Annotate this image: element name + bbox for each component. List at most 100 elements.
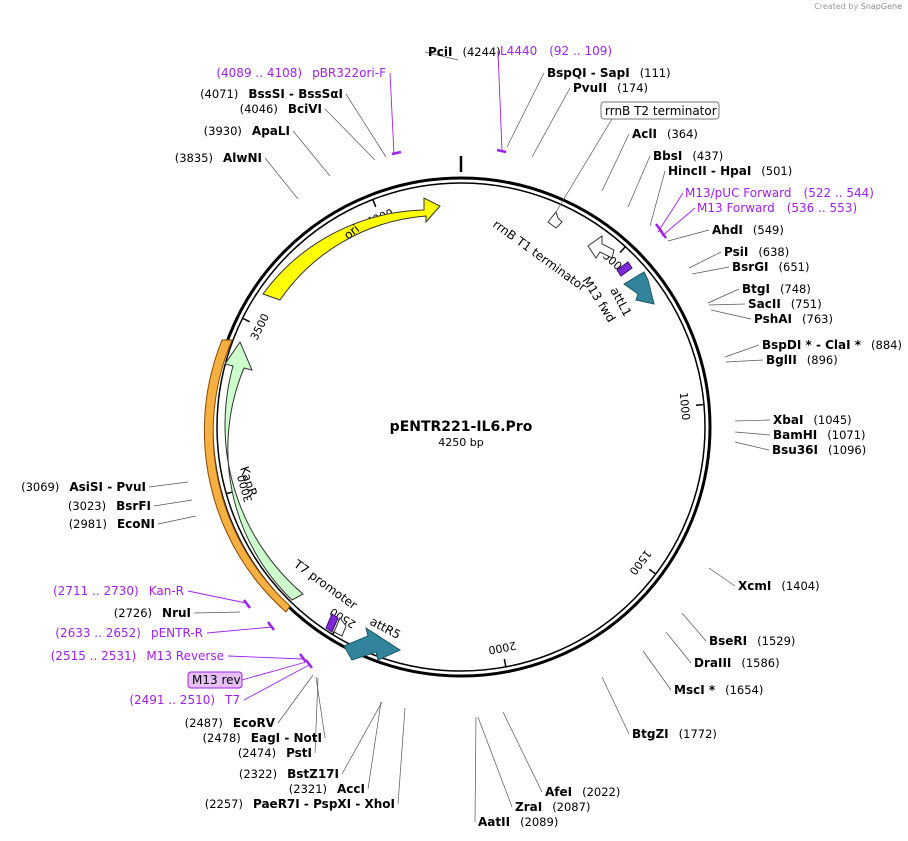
- site-label[interactable]: BtgZI(1772): [632, 727, 717, 741]
- site-label-text: (2487)EcoRV: [185, 716, 276, 730]
- site-label[interactable]: BtgI(748): [742, 282, 811, 296]
- site-label[interactable]: MscI *(1654): [674, 683, 763, 697]
- site-label-text: BtgZI(1772): [632, 727, 717, 741]
- site-label[interactable]: BspDI * - ClaI *(884): [762, 338, 902, 352]
- site-label-text: XcmI(1404): [738, 579, 820, 593]
- site-label[interactable]: Bsu36I(1096): [772, 443, 866, 457]
- primer-label[interactable]: M13/pUC Forward(522 .. 544): [657, 186, 874, 233]
- primer-label[interactable]: (2711 .. 2730)Kan-R: [53, 584, 247, 604]
- site-label[interactable]: (4046)BciVI: [240, 102, 322, 116]
- site-label[interactable]: SacII(751): [748, 297, 822, 311]
- primer-label[interactable]: (2633 .. 2652)pENTR-R: [55, 626, 273, 640]
- site-label-text: BspQI - SapI(111): [547, 66, 671, 80]
- site-label-text: (2257)PaeR7I - PspXI - XhoI: [205, 797, 395, 811]
- feature-m13-rev-marker[interactable]: [325, 613, 339, 633]
- site-leader-line: [691, 266, 730, 275]
- rrnb-t2-label-box[interactable]: rrnB T2 terminator: [555, 101, 720, 213]
- feature-kanr[interactable]: [224, 340, 304, 601]
- site-label[interactable]: (3069)AsiSI - PvuI: [21, 480, 146, 494]
- site-label-text: Bsu36I(1096): [772, 443, 866, 457]
- site-label[interactable]: PsiI(638): [724, 245, 789, 259]
- rrnb-t2-label: rrnB T2 terminator: [605, 104, 717, 118]
- site-label[interactable]: PciI(4244): [428, 45, 501, 59]
- primer-label[interactable]: M13 Forward(536 .. 553): [661, 201, 857, 237]
- site-label[interactable]: BseRI(1529): [709, 634, 795, 648]
- site-label-text: AatII(2089): [478, 815, 558, 829]
- site-label[interactable]: (2321)AccI: [289, 782, 365, 796]
- site-leader-line: [667, 229, 710, 242]
- tick-mark: [503, 658, 507, 667]
- primer-label-text: (4089 .. 4108)pBR322ori-F: [216, 66, 386, 80]
- site-label[interactable]: PshAI(763): [754, 312, 833, 326]
- site-leader-line: [710, 309, 752, 320]
- site-label[interactable]: (3835)AlwNI: [175, 151, 262, 165]
- site-label[interactable]: DraIII(1586): [694, 656, 780, 670]
- leader-layer: [148, 51, 771, 823]
- site-label[interactable]: BspQI - SapI(111): [547, 66, 671, 80]
- snapgene-credit: Created by SnapGene: [814, 2, 902, 11]
- plasmid-size: 4250 bp: [438, 436, 483, 449]
- site-label[interactable]: (2487)EcoRV: [185, 716, 276, 730]
- plasmid-name: pENTR221-IL6.Pro: [390, 419, 533, 435]
- site-leader-line: [681, 612, 707, 642]
- primer-label[interactable]: (2491 .. 2510)T7: [129, 664, 310, 707]
- site-label[interactable]: XbaI(1045): [773, 413, 852, 427]
- backbone: [210, 156, 712, 678]
- primer-label-text: M13 Forward(536 .. 553): [697, 201, 857, 215]
- site-label[interactable]: AfeI(2022): [545, 785, 620, 799]
- site-label[interactable]: AatII(2089): [478, 815, 558, 829]
- site-label-text: PshAI(763): [754, 312, 833, 326]
- site-leader-line: [277, 674, 314, 724]
- site-leader-line: [724, 344, 760, 358]
- primer-label[interactable]: (2515 .. 2531)M13 Reverse: [51, 649, 304, 663]
- site-label-text: XbaI(1045): [773, 413, 852, 427]
- primer-label[interactable]: (4089 .. 4108)pBR322ori-F: [216, 66, 395, 155]
- m13-rev-label-box[interactable]: M13 rev: [187, 661, 307, 689]
- site-leader-line: [502, 711, 543, 793]
- site-label-text: (2321)AccI: [289, 782, 365, 796]
- feature-attl1[interactable]: [623, 271, 655, 305]
- site-leader-line: [148, 481, 189, 488]
- site-label[interactable]: (2257)PaeR7I - PspXI - XhoI: [205, 797, 395, 811]
- site-label[interactable]: (2322)BstZ17I: [239, 767, 339, 781]
- site-label[interactable]: (2981)EcoNI: [69, 517, 155, 531]
- site-label-layer: PciI(4244) BspQI - SapI(111)PvuII(174) Acl…: [21, 45, 902, 829]
- site-leader-line: [424, 51, 459, 61]
- site-label[interactable]: BglII(896): [766, 353, 838, 367]
- site-leader-line: [506, 72, 545, 148]
- site-label-text: (2981)EcoNI: [69, 517, 155, 531]
- feature-ori[interactable]: [262, 197, 441, 301]
- site-label-text: (2726)NruI: [114, 606, 191, 620]
- site-label[interactable]: (2474)PstI: [238, 746, 312, 760]
- primer-label[interactable]: L4440(92 .. 109): [497, 44, 612, 152]
- primer-leader-line: [206, 626, 273, 634]
- feature-rrnb-t1-terminator[interactable]: [587, 235, 615, 259]
- tick-mark: [648, 568, 657, 575]
- site-label[interactable]: ZraI(2087): [515, 800, 590, 814]
- site-label-text: (4071)BssSI - BssSαI: [200, 87, 343, 101]
- site-label[interactable]: PvuII(174): [573, 81, 648, 95]
- site-label[interactable]: XcmI(1404): [738, 579, 820, 593]
- site-label[interactable]: BamHI(1071): [773, 428, 866, 442]
- site-label-text: (3835)AlwNI: [175, 151, 262, 165]
- site-label[interactable]: BsrGI(651): [732, 260, 809, 274]
- site-label[interactable]: HincII - HpaI(501): [668, 164, 792, 178]
- site-leader-line: [531, 87, 571, 158]
- site-label[interactable]: (2726)NruI: [114, 606, 191, 620]
- feature-rrnb-t2-terminator[interactable]: [547, 210, 563, 229]
- site-label[interactable]: (3930)ApaLI: [204, 124, 290, 138]
- feature-attr5[interactable]: [343, 626, 402, 661]
- site-label[interactable]: (2478)EagI - NotI: [203, 731, 322, 745]
- site-label[interactable]: AhdI(549): [712, 223, 784, 237]
- site-label[interactable]: BbsI(437): [653, 149, 723, 163]
- site-label[interactable]: (4071)BssSI - BssSαI: [200, 87, 343, 101]
- site-label-text: BspDI * - ClaI *(884): [762, 338, 902, 352]
- tick-label: 2000: [487, 639, 517, 657]
- site-label[interactable]: AclI(364): [632, 127, 698, 141]
- feature-m13-fwd[interactable]: [616, 261, 633, 277]
- primer-marks: [243, 148, 667, 669]
- feature-t7-promoter[interactable]: [333, 617, 347, 637]
- site-leader-line: [345, 93, 387, 158]
- site-label[interactable]: (3023)BsrFI: [68, 499, 151, 513]
